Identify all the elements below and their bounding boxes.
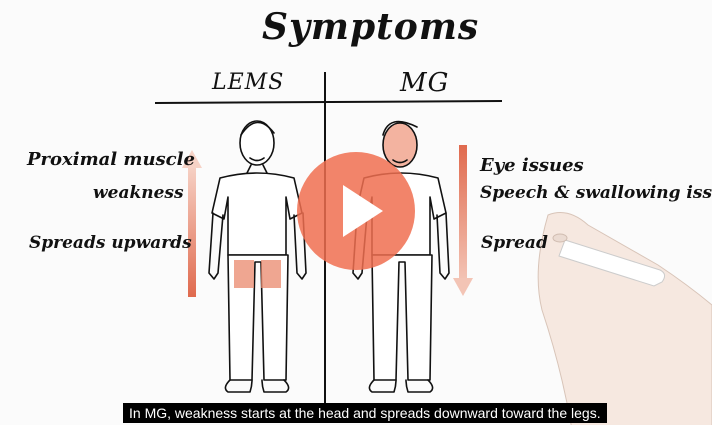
mg-symptom-line-3: Spread <box>481 233 548 253</box>
subtitle-caption: In MG, weakness starts at the head and s… <box>123 403 607 423</box>
mg-heading: MG <box>400 68 450 98</box>
lems-figure <box>208 120 307 393</box>
mg-symptom-line-2: Speech & swallowing issues <box>480 183 712 203</box>
lems-symptom-line-3: Spreads upwards <box>29 233 192 253</box>
mg-symptom-line-1: Eye issues <box>480 155 584 176</box>
downward-arrow-icon <box>453 145 473 296</box>
header-divider <box>154 100 503 104</box>
play-button[interactable] <box>297 152 415 270</box>
upward-arrow-icon <box>182 150 202 297</box>
lems-symptom-line-2: weakness <box>93 183 184 203</box>
hand-with-marker <box>537 212 712 425</box>
lems-symptom-line-1: Proximal muscle <box>27 149 195 170</box>
lems-heading: LEMS <box>212 70 285 95</box>
play-icon <box>343 185 383 237</box>
board-title: Symptoms <box>262 6 480 48</box>
